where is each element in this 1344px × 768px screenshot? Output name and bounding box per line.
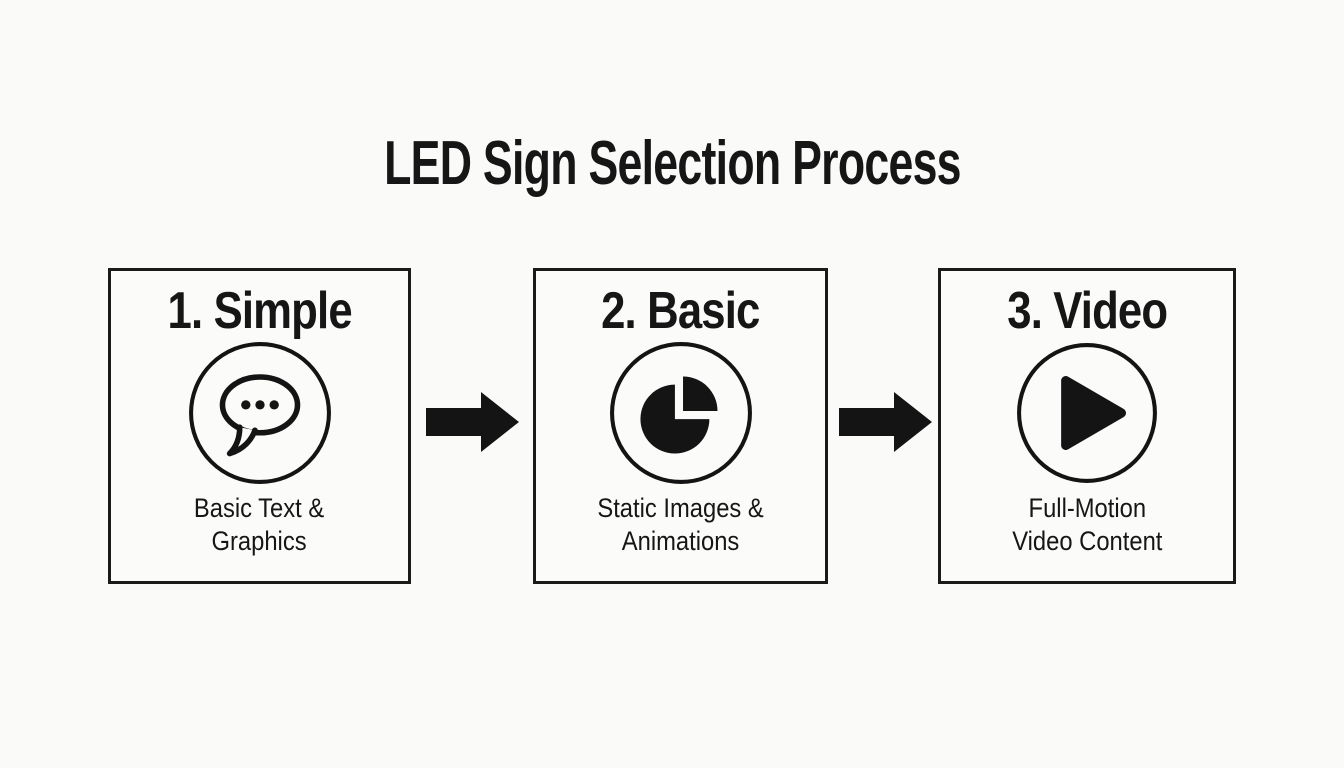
step-description: Full-Motion Video Content [1011,493,1163,556]
play-icon [1017,343,1157,484]
pie-chart-icon [609,342,752,485]
step-box-simple: 1. Simple Basic Text & Graphics [108,268,411,584]
page-title: LED Sign Selection Process [383,129,961,198]
step-description: Basic Text & Graphics [194,493,325,556]
step-heading: 2. Basic [601,282,760,340]
step-box-video: 3. Video Full-Motion Video Content [938,268,1236,584]
step-heading: 1. Simple [167,282,352,340]
step-description: Static Images & Animations [597,493,764,556]
arrow-step1-to-step2-icon [426,392,519,452]
chat-bubble-icon [188,342,331,485]
arrow-step2-to-step3-icon [839,392,932,452]
step-box-basic: 2. Basic Static Images & Animations [533,268,828,584]
step-heading: 3. Video [1007,282,1168,340]
